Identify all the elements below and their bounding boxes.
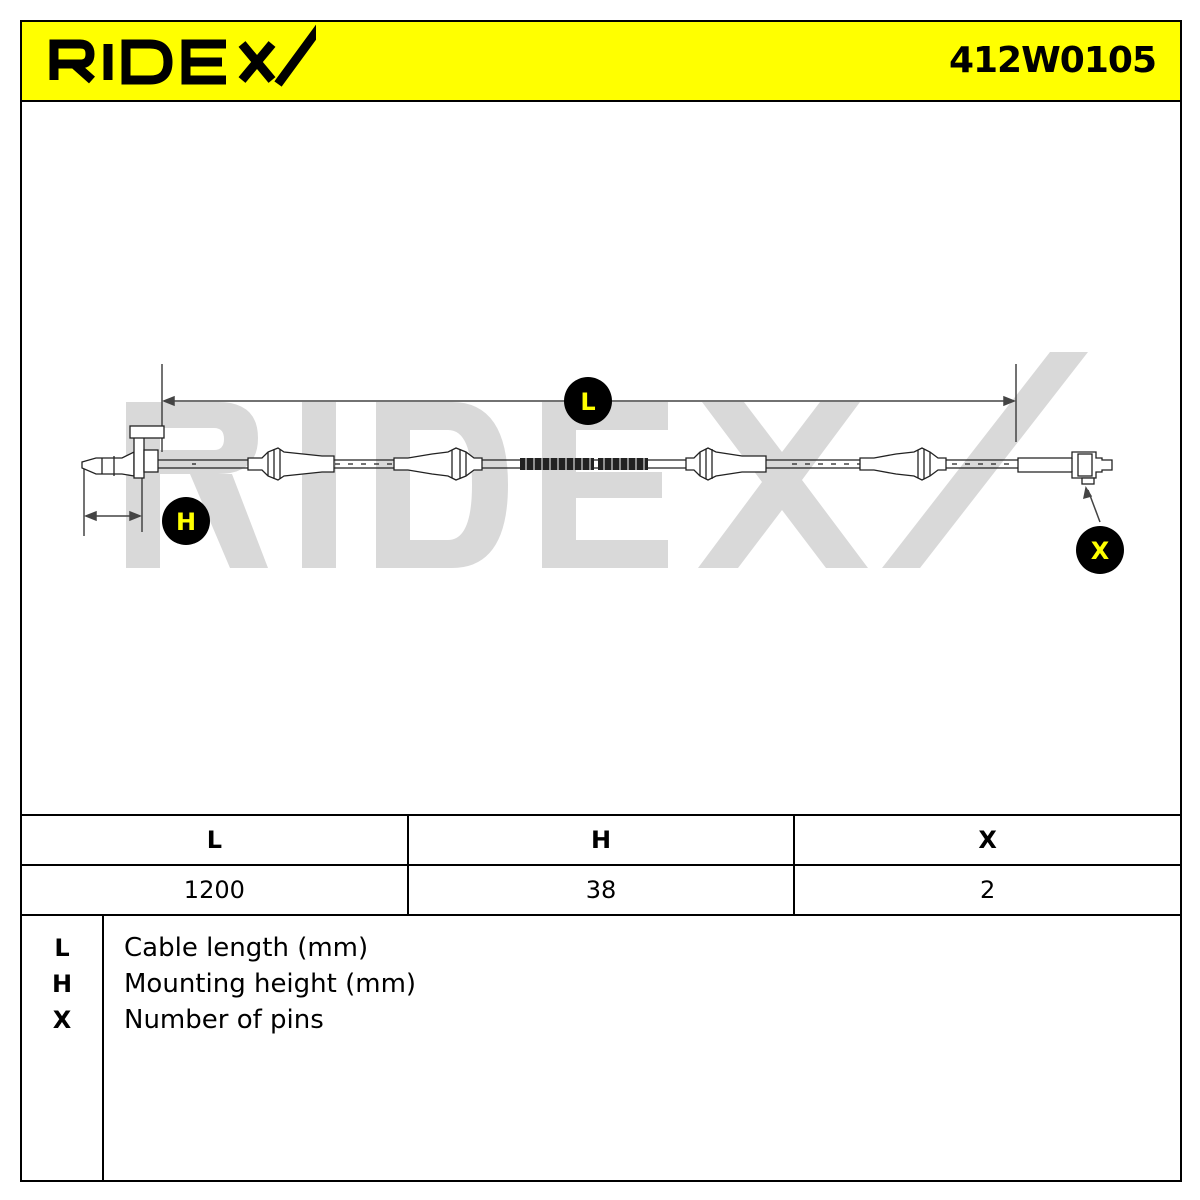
grommet bbox=[685, 447, 767, 481]
spec-value-pins: 2 bbox=[980, 876, 996, 904]
legend-key: H bbox=[51, 970, 73, 998]
protective-sleeve bbox=[520, 458, 648, 470]
spec-header-height: H bbox=[409, 816, 796, 864]
height-marker: H bbox=[162, 497, 210, 545]
legend-description: Cable length (mm) bbox=[124, 933, 369, 963]
legend: L Cable length (mm) H Mounting height (m… bbox=[22, 914, 1180, 1180]
sleeve-ribs bbox=[525, 458, 645, 470]
spec-value-length: 1200 bbox=[22, 866, 409, 914]
legend-key: X bbox=[52, 1006, 72, 1034]
connector-plug bbox=[1017, 451, 1113, 485]
drawing-sheet: 412W0105 bbox=[20, 20, 1182, 1182]
legend-description: Number of pins bbox=[124, 1005, 324, 1035]
legend-divider bbox=[102, 914, 104, 1180]
grommet bbox=[247, 447, 335, 481]
length-marker-label: L bbox=[580, 388, 595, 416]
legend-item: L Cable length (mm) bbox=[22, 930, 368, 966]
height-marker-label: H bbox=[176, 508, 196, 536]
legend-item: X Number of pins bbox=[22, 1002, 324, 1038]
spec-value-row: 1200 38 2 bbox=[22, 866, 1180, 914]
pins-pointer bbox=[1083, 486, 1101, 523]
pins-marker: X bbox=[1076, 526, 1124, 574]
sensor-cable-diagram: L H X bbox=[81, 352, 1124, 574]
length-marker: L bbox=[564, 377, 612, 425]
spec-table: L H X 1200 38 2 bbox=[22, 814, 1180, 916]
spec-value-height: 38 bbox=[409, 866, 796, 914]
brand-logo bbox=[49, 24, 316, 87]
legend-description: Mounting height (mm) bbox=[124, 969, 417, 999]
spec-header-length: L bbox=[22, 816, 409, 864]
pins-marker-label: X bbox=[1091, 537, 1110, 565]
spec-header-row: L H X bbox=[22, 816, 1180, 866]
spec-header-pins: X bbox=[978, 826, 997, 854]
grommet bbox=[859, 447, 947, 481]
sensor-head bbox=[81, 425, 165, 479]
technical-drawing: L H X bbox=[22, 102, 1180, 814]
legend-key: L bbox=[54, 934, 70, 962]
grommet bbox=[393, 447, 483, 481]
header-bar: 412W0105 bbox=[22, 22, 1180, 102]
legend-item: H Mounting height (mm) bbox=[22, 966, 416, 1002]
part-number: 412W0105 bbox=[948, 40, 1157, 81]
